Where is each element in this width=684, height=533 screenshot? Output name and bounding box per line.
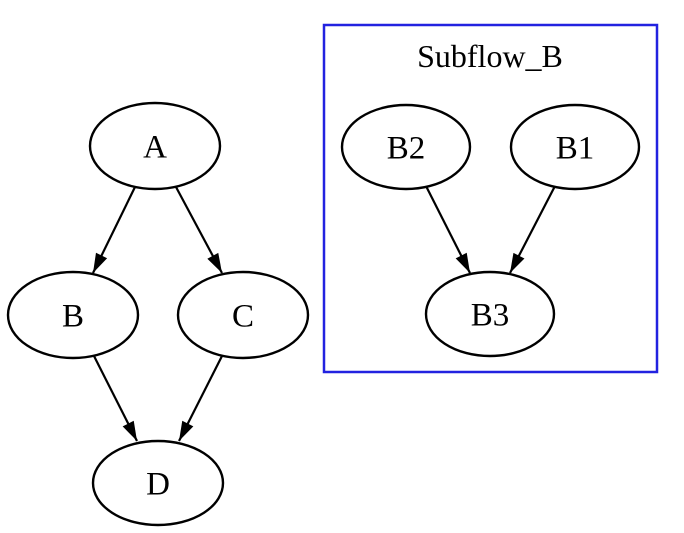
node-c-shape xyxy=(176,270,310,360)
node-b2-label: B2 xyxy=(387,131,426,167)
cluster-label: Subflow_B xyxy=(417,38,563,74)
edge-b2-to-b3 xyxy=(425,185,471,274)
edge-a-to-c xyxy=(175,186,223,274)
node-d-shape xyxy=(91,439,225,527)
node-b3: B3 xyxy=(424,270,556,358)
node-b1: B1 xyxy=(509,103,641,191)
node-a-shape xyxy=(88,101,222,191)
cluster-border xyxy=(322,23,659,374)
node-b: B xyxy=(6,270,140,360)
node-c: C xyxy=(176,270,310,360)
node-b-shape xyxy=(6,270,140,360)
node-b2-shape xyxy=(340,103,472,191)
node-b-label: B xyxy=(62,299,84,335)
node-d: D xyxy=(91,439,225,527)
edge-a-to-b xyxy=(92,186,136,274)
node-b1-label: B1 xyxy=(556,131,595,167)
node-a-label: A xyxy=(143,130,167,166)
node-b2: B2 xyxy=(340,103,472,191)
node-d-label: D xyxy=(146,467,170,503)
node-a: A xyxy=(88,101,222,191)
edge-c-to-d xyxy=(178,355,223,442)
node-b1-shape xyxy=(509,103,641,191)
edge-b1-to-b3 xyxy=(509,185,556,274)
node-b3-label: B3 xyxy=(471,298,510,334)
cluster-subflow-b: Subflow_B xyxy=(322,23,659,374)
node-b3-shape xyxy=(424,270,556,358)
edge-b-to-d xyxy=(93,355,138,442)
node-c-label: C xyxy=(232,299,254,335)
